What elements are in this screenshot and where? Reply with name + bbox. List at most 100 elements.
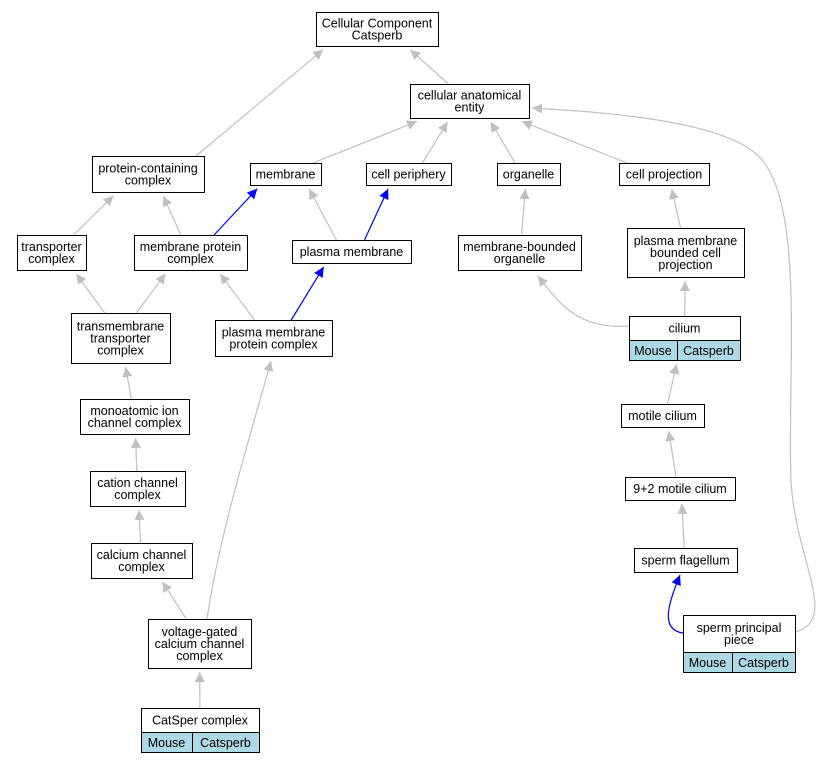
- node-box: [80, 399, 190, 435]
- species-cell-label: Catsperb: [683, 344, 734, 358]
- node-box: [366, 163, 452, 186]
- species-cell[interactable]: [677, 340, 741, 361]
- node-label-line: plasma membrane: [634, 234, 738, 248]
- node-label-line: sperm principal: [697, 621, 782, 635]
- node-label-line: membrane protein: [140, 240, 241, 254]
- node-box: [634, 548, 738, 573]
- edge-pm-to-membrane: [308, 188, 338, 241]
- node-box: [292, 240, 412, 264]
- edge-membrane-to-cae: [312, 120, 418, 164]
- node-label-line: Cellular Component: [322, 17, 433, 31]
- node-label-line: protein-containing: [98, 162, 197, 176]
- node-label-line: cell projection: [626, 168, 702, 182]
- node-label-line: piece: [724, 633, 754, 647]
- node-label-line: cellular anatomical: [418, 89, 522, 103]
- edge-pmpc-to-pm: [290, 266, 325, 321]
- species-cell[interactable]: [732, 652, 796, 673]
- node-label-line: voltage-gated: [162, 625, 238, 639]
- node-label-line: cation channel: [97, 476, 178, 490]
- node-organelle[interactable]: organelle: [497, 163, 561, 186]
- node-motile[interactable]: motile cilium: [621, 404, 705, 428]
- edge-spp-to-cae: [531, 103, 816, 633]
- node-membrane[interactable]: membrane: [250, 163, 322, 186]
- species-cell-label: Mouse: [148, 736, 186, 750]
- node-box: [250, 163, 322, 186]
- node-label-line: membrane-bounded: [463, 240, 576, 254]
- node-box: [316, 12, 439, 47]
- node-label-line: organelle: [494, 252, 545, 266]
- edge-organelle-to-cae: [490, 121, 516, 164]
- node-box: [410, 84, 530, 119]
- edge-maicc-to-ttc: [122, 366, 133, 400]
- edge-cilium-to-mbo: [537, 275, 630, 327]
- species-cell[interactable]: [192, 732, 260, 753]
- node-pm[interactable]: plasma membrane: [292, 240, 412, 264]
- edge-cellper-to-cae: [421, 121, 449, 164]
- node-box: [627, 228, 745, 278]
- node-label-line: complex: [114, 488, 161, 502]
- edge-mpc-to-pcc: [162, 195, 182, 236]
- edge-ttc-to-mpc: [135, 273, 166, 314]
- node-label-line: calcium channel: [155, 637, 245, 651]
- node-box: [148, 619, 252, 669]
- node-box: [91, 543, 193, 579]
- node-label-line: bounded cell: [650, 246, 721, 260]
- node-label-line: cell periphery: [371, 168, 446, 182]
- node-label-line: complex: [118, 560, 165, 574]
- edge-pm-to-cellper: [363, 188, 389, 241]
- node-cellproj[interactable]: cell projection: [619, 163, 710, 186]
- edge-pmbcp-to-cellproj: [669, 188, 682, 229]
- node-label-line: Catsperb: [352, 29, 403, 43]
- species-cell-label: Mouse: [689, 656, 727, 670]
- node-label-line: complex: [28, 252, 75, 266]
- node-box: [90, 471, 186, 507]
- node-cellper[interactable]: cell periphery: [366, 163, 452, 186]
- species-cell-label: Catsperb: [200, 736, 251, 750]
- node-label-line: protein complex: [229, 338, 318, 352]
- species-cell-label: Catsperb: [738, 656, 789, 670]
- node-label-line: complex: [125, 174, 172, 188]
- node-label-line: sperm flagellum: [641, 554, 729, 568]
- node-nine2[interactable]: 9+2 motile cilium: [625, 477, 736, 501]
- edges-layer: [73, 49, 816, 709]
- node-box: [497, 163, 561, 186]
- node-box: [619, 163, 710, 186]
- node-label-line: motile cilium: [628, 409, 697, 423]
- edge-pcc-to-root: [195, 49, 324, 157]
- node-label-line: plasma membrane: [300, 245, 404, 259]
- edge-ttc-to-transporter: [75, 273, 106, 314]
- edge-mbo-to-organelle: [519, 188, 530, 236]
- edge-spermflag-to-nine2: [677, 503, 688, 549]
- node-label-line: projection: [658, 258, 712, 272]
- node-spermflag[interactable]: sperm flagellum: [634, 548, 738, 573]
- node-label-line: complex: [176, 649, 223, 663]
- node-box: [134, 235, 248, 271]
- node-label-line: plasma membrane: [222, 326, 326, 340]
- node-label-line: transporter: [21, 240, 81, 254]
- edge-motile-to-cilium: [666, 363, 680, 405]
- node-label-line: transporter: [90, 332, 150, 346]
- node-box: [71, 313, 171, 364]
- node-label-line: entity: [455, 101, 486, 115]
- node-box: [215, 320, 333, 357]
- node-label-line: monoatomic ion: [90, 404, 178, 418]
- node-label-line: CatSper complex: [152, 714, 249, 728]
- node-label-line: membrane: [256, 168, 316, 182]
